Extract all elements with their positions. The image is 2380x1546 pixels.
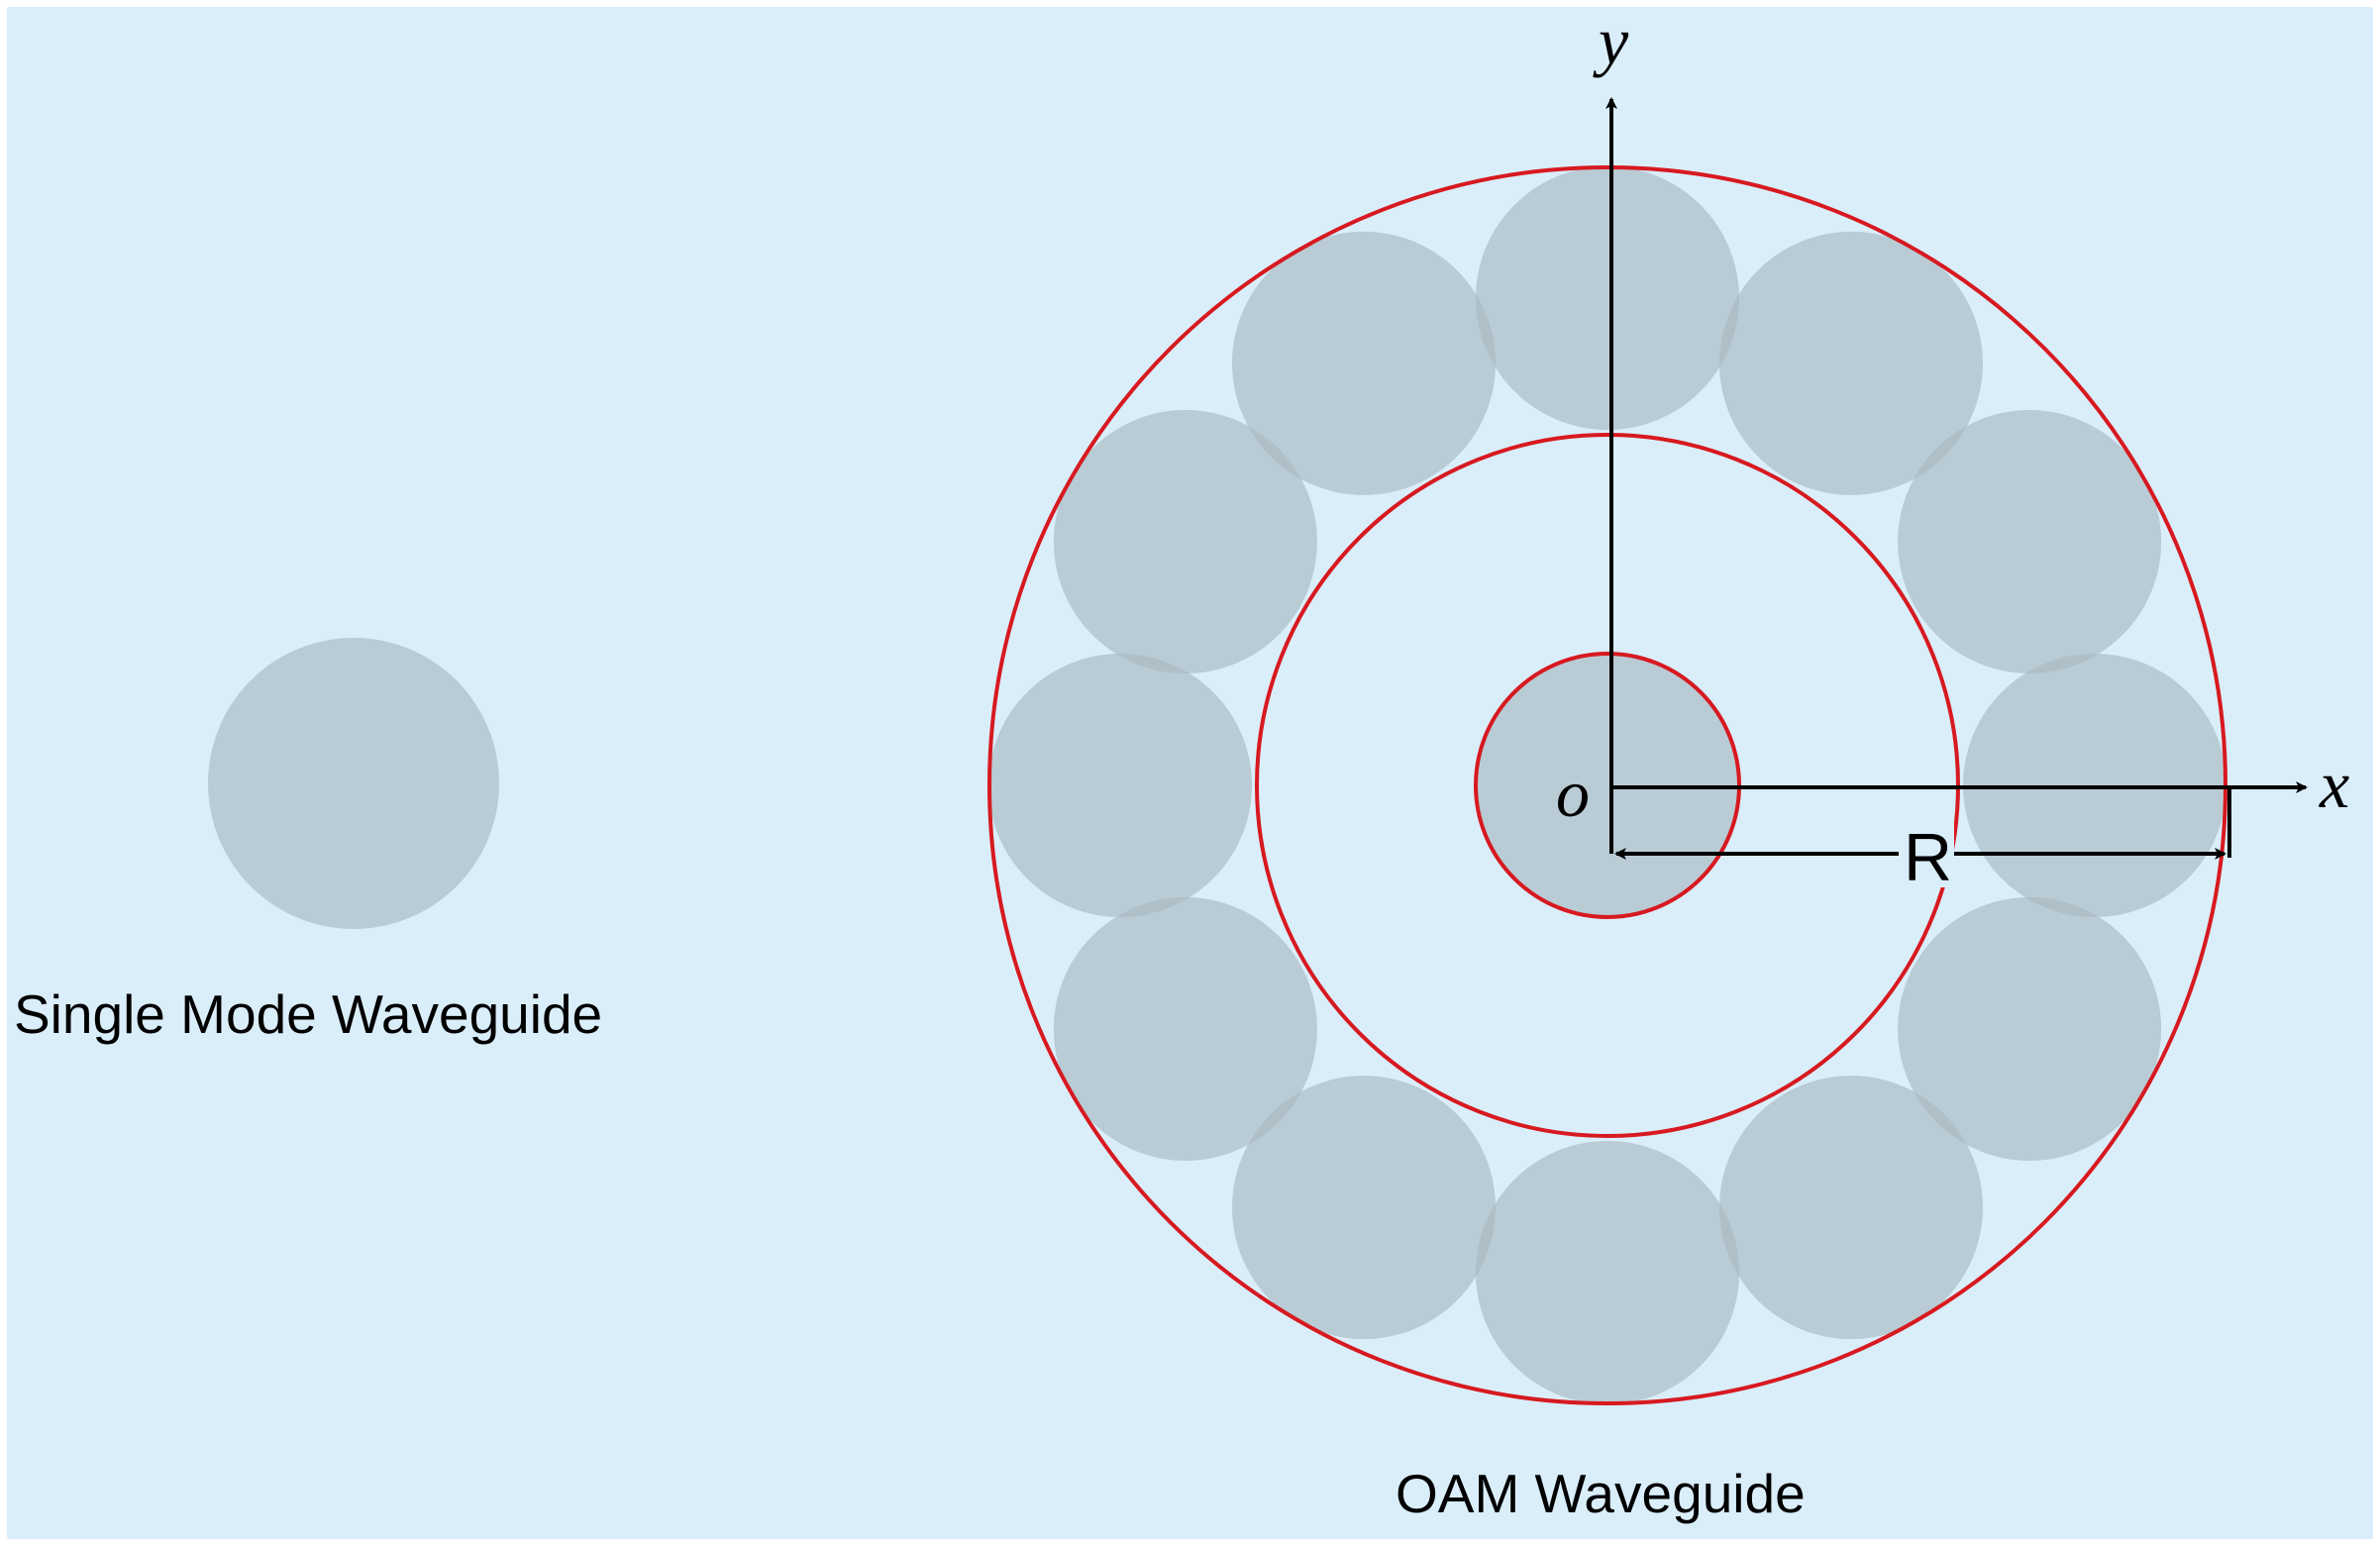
x-axis-label: x	[2319, 747, 2349, 822]
y-axis-label: y	[1593, 3, 1629, 78]
origin-label: o	[1556, 756, 1590, 831]
ring-mode-circle	[1898, 410, 2162, 673]
ring-mode-circle	[1719, 231, 1983, 495]
oam-waveguide-label: OAM Waveguide	[1396, 1463, 1806, 1524]
radius-label: R	[1904, 820, 1952, 895]
ring-mode-circle	[1053, 897, 1317, 1161]
ring-mode-circle	[1476, 166, 1739, 430]
ring-mode-circle	[1476, 1141, 1739, 1404]
oam-ring-modes	[988, 166, 2226, 1404]
ring-mode-circle	[1898, 897, 2162, 1161]
ring-mode-circle	[1719, 1076, 1983, 1340]
ring-mode-circle	[1053, 410, 1317, 673]
ring-mode-circle	[988, 654, 1252, 917]
radius-label-backdrop	[1899, 816, 1954, 887]
ring-mode-circle	[1232, 1076, 1496, 1340]
single-mode-label: Single Mode Waveguide	[14, 983, 602, 1045]
ring-mode-circle	[1232, 231, 1496, 495]
single-mode-core	[208, 638, 499, 929]
